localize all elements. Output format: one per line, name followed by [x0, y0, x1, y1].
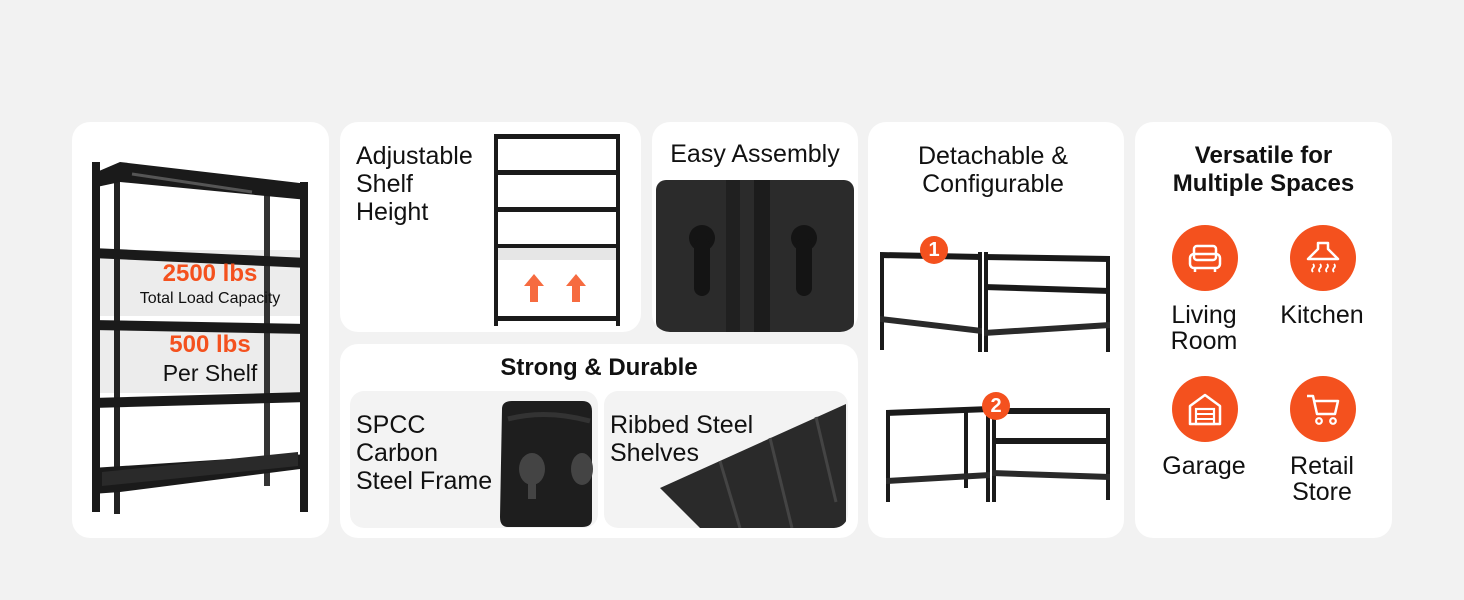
config-badge-2: 2 — [982, 392, 1010, 420]
steel-frame-panel: SPCC Carbon Steel Frame — [350, 391, 598, 528]
shelf-frame-illustration — [494, 134, 620, 326]
detachable-line2: Configurable — [922, 170, 1064, 198]
frame-line1: SPCC — [356, 411, 426, 439]
space-label-kitchen: Kitchen — [1280, 301, 1364, 329]
steel-post-closeup — [500, 401, 593, 527]
keyhole-post-photo — [656, 180, 854, 332]
configuration-one-illustration — [880, 252, 1110, 352]
frame-line3: Steel Frame — [356, 467, 493, 495]
configuration-two-illustration — [886, 406, 1110, 502]
shopping-cart-icon — [1290, 376, 1356, 442]
ribbed-shelf-closeup — [660, 404, 846, 528]
shelves-line1: Ribbed Steel — [610, 411, 754, 439]
shelves-line2: Shelves — [610, 439, 699, 467]
shelving-unit-illustration — [92, 162, 308, 514]
versatile-line1: Versatile for — [1194, 142, 1333, 169]
detachable-card: Detachable & Configurable 1 2 — [868, 122, 1124, 538]
strong-durable-title: Strong & Durable — [500, 354, 698, 381]
per-shelf-value: 500 lbs — [169, 331, 251, 358]
config-badge-1: 1 — [920, 236, 948, 264]
frame-line2: Carbon — [356, 439, 438, 467]
up-arrow-icon — [524, 274, 544, 302]
garage-icon — [1172, 376, 1238, 442]
ribbed-shelves-panel: Ribbed Steel Shelves — [604, 391, 848, 528]
detachable-line1: Detachable & — [917, 142, 1069, 170]
load-capacity-card: 2500 lbs Total Load Capacity 500 lbs Per… — [72, 122, 329, 538]
sofa-icon — [1172, 225, 1238, 291]
versatile-line2: Multiple Spaces — [1172, 170, 1355, 197]
adjustable-line2: Shelf — [356, 170, 413, 198]
easy-assembly-card: Easy Assembly — [652, 122, 858, 332]
per-shelf-label: Per Shelf — [162, 360, 258, 386]
strong-durable-card: Strong & Durable SPCC Carbon Steel Frame… — [340, 344, 858, 538]
total-capacity-label: Total Load Capacity — [139, 290, 281, 307]
adjustable-line1: Adjustable — [356, 142, 473, 170]
adjustable-height-card: Adjustable Shelf Height — [340, 122, 641, 332]
adjustable-line3: Height — [356, 198, 429, 226]
space-label-garage: Garage — [1162, 452, 1246, 480]
easy-assembly-title: Easy Assembly — [670, 140, 840, 168]
up-arrow-icon — [566, 274, 586, 302]
total-capacity-value: 2500 lbs — [162, 260, 258, 287]
range-hood-icon — [1290, 225, 1356, 291]
